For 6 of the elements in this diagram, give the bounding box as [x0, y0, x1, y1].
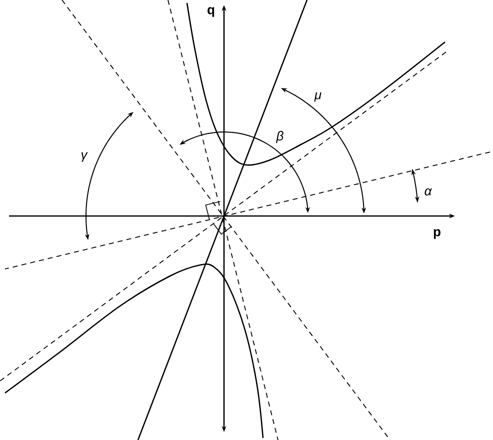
angle-label: γ — [81, 152, 88, 162]
angle-label: α — [424, 188, 432, 196]
angle-label: μ — [314, 92, 322, 102]
angle-label: β — [276, 130, 284, 144]
axis-label: p — [434, 229, 440, 239]
axis-label: q — [208, 7, 214, 17]
